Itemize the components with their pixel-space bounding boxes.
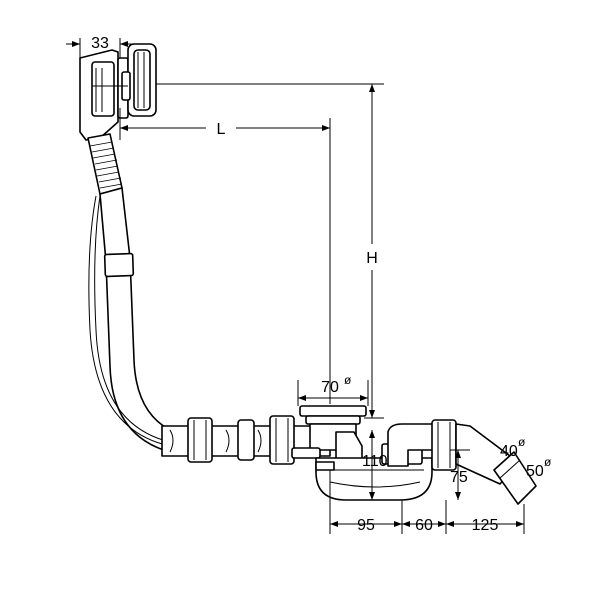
- label-length: L: [217, 121, 226, 138]
- overflow-hose: [87, 133, 187, 455]
- label-overflow-offset: 33: [91, 35, 109, 52]
- label-outlet-small-diameter: 40: [500, 443, 518, 460]
- label-outlet-large-symbol: ø: [544, 455, 552, 469]
- label-outlet-small-symbol: ø: [518, 435, 526, 449]
- label-height: H: [366, 250, 378, 267]
- label-trap-to-outlet: 125: [472, 517, 499, 534]
- dimension-lines: [66, 38, 525, 534]
- label-trap-width: 60: [415, 517, 433, 534]
- horizontal-pipe: [161, 415, 331, 465]
- overflow-head: [79, 43, 157, 141]
- label-trap-height: 110: [362, 453, 388, 470]
- outlet-elbow: [387, 419, 537, 505]
- label-drain-to-trap: 95: [357, 517, 375, 534]
- label-outlet-large-diameter: 50: [526, 463, 544, 480]
- dimension-labels: 33 L H 70 ø 110 75 40 ø 50 ø 95 60 125: [91, 35, 552, 534]
- label-seal-height: 75: [450, 469, 468, 486]
- label-drain-diameter-symbol: ø: [344, 373, 352, 387]
- drain-body: [291, 405, 433, 501]
- label-drain-diameter: 70: [321, 379, 339, 396]
